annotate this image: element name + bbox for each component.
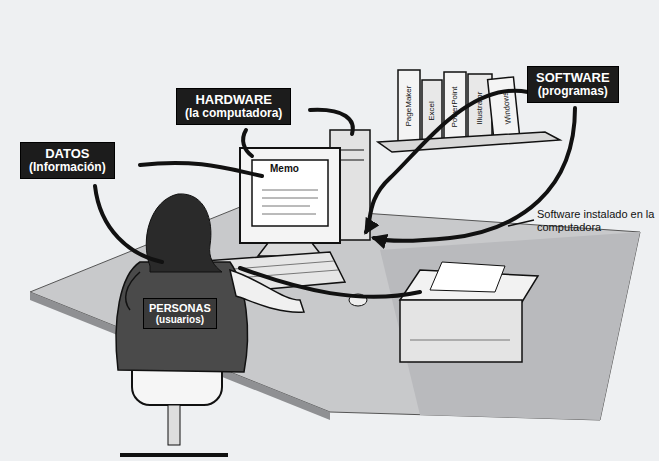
- label-heading: DATOS: [29, 147, 106, 161]
- label-box: SOFTWARE(programas): [527, 66, 619, 103]
- book-title: PageMaker: [404, 86, 413, 127]
- book-title: Excel: [427, 101, 436, 121]
- label-subtitle: (usuarios): [149, 314, 211, 325]
- label-heading: PERSONAS: [149, 302, 211, 314]
- monitor: [240, 148, 340, 256]
- book-title: Illustrator: [475, 92, 484, 125]
- label-box: DATOS(Información): [20, 142, 115, 179]
- label-box: PERSONAS(usuarios): [143, 298, 217, 329]
- printer: [400, 262, 538, 362]
- screen-text: Memo: [270, 163, 299, 175]
- label-subtitle: (la computadora): [185, 107, 282, 120]
- label-heading: HARDWARE: [185, 93, 282, 107]
- label-heading: SOFTWARE: [536, 71, 610, 85]
- leader-line: [508, 220, 534, 226]
- book-title: Windows: [501, 91, 514, 124]
- desk-panel: [380, 232, 640, 420]
- label-box: HARDWARE(la computadora): [176, 88, 291, 125]
- label-subtitle: (Información): [29, 161, 106, 174]
- callout-text: Software instalado en la computadora: [537, 208, 655, 233]
- label-subtitle: (programas): [536, 85, 610, 98]
- person: [116, 194, 304, 372]
- book-title: PowerPoint: [450, 87, 459, 128]
- leader-lines: [95, 91, 575, 297]
